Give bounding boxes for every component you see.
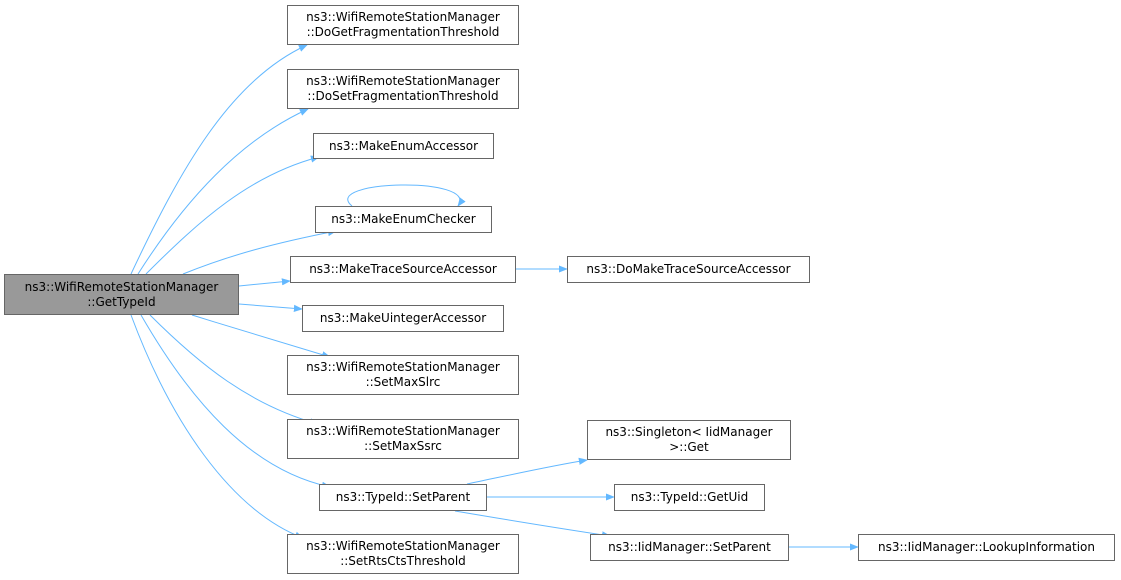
- node-label-line: ns3::MakeEnumAccessor: [328, 138, 479, 153]
- node-label-line: ns3::WifiRemoteStationManager: [306, 539, 500, 553]
- edge-root-rtscts: [130, 314, 304, 539]
- node-label-line: >::Get: [669, 440, 709, 454]
- node-makeuintegeraccessor[interactable]: ns3::MakeUintegerAccessor: [302, 305, 504, 332]
- node-typeid-setparent[interactable]: ns3::TypeId::SetParent: [319, 484, 487, 511]
- node-label-line: ns3::TypeId::GetUid: [630, 490, 749, 504]
- edge-root-maxslrc: [191, 314, 331, 359]
- node-maketracesourceaccessor[interactable]: ns3::MakeTraceSourceAccessor: [290, 256, 516, 283]
- node-singleton-get[interactable]: ns3::Singleton< IidManager >::Get: [587, 420, 791, 460]
- node-domaketracesourceaccessor[interactable]: ns3::DoMakeTraceSourceAccessor: [567, 256, 810, 283]
- node-label-line: ns3::Singleton< IidManager: [605, 425, 773, 439]
- node-dosetfragmentationthreshold[interactable]: ns3::WifiRemoteStationManager ::DoSetFra…: [287, 69, 519, 109]
- edge-root-dogetfrag: [130, 44, 308, 275]
- node-label-line: ::DoGetFragmentationThreshold: [306, 25, 500, 39]
- edge-setparent-iidsetparent: [454, 510, 611, 539]
- node-label-line: ns3::WifiRemoteStationManager: [24, 279, 219, 294]
- node-label-line: ns3::WifiRemoteStationManager: [306, 360, 500, 374]
- edge-enumchk-self: [347, 184, 466, 207]
- node-label-line: ::SetRtsCtsThreshold: [340, 554, 466, 568]
- node-iidmanager-lookupinformation[interactable]: ns3::IidManager::LookupInformation: [858, 534, 1115, 561]
- node-label-line: ::SetMaxSlrc: [365, 375, 441, 389]
- edge-root-enumchk: [182, 229, 337, 275]
- edge-root-enumacc: [145, 155, 320, 275]
- node-makeenumchecker[interactable]: ns3::MakeEnumChecker: [315, 206, 492, 233]
- node-root-gettypeid[interactable]: ns3::WifiRemoteStationManager ::GetTypeI…: [4, 274, 239, 315]
- node-label-line: ns3::IidManager::LookupInformation: [878, 540, 1095, 554]
- edge-root-dosetfrag: [137, 108, 309, 275]
- edge-root-maxssrc: [149, 314, 319, 426]
- node-label-line: ns3::WifiRemoteStationManager: [306, 10, 500, 24]
- edge-root-setparent: [140, 314, 331, 489]
- node-label-line: ::GetTypeId: [87, 294, 156, 309]
- node-typeid-getuid[interactable]: ns3::TypeId::GetUid: [614, 484, 765, 511]
- node-setmaxssrc[interactable]: ns3::WifiRemoteStationManager ::SetMaxSs…: [287, 419, 519, 459]
- edge-root-uintacc: [238, 303, 303, 312]
- node-label-line: ns3::MakeTraceSourceAccessor: [309, 262, 497, 276]
- node-label-line: ns3::IidManager::SetParent: [608, 540, 771, 554]
- node-setrtsctsthreshold[interactable]: ns3::WifiRemoteStationManager ::SetRtsCt…: [287, 534, 519, 574]
- node-label-line: ns3::DoMakeTraceSourceAccessor: [586, 262, 791, 276]
- node-makeenumaccessor[interactable]: ns3::MakeEnumAccessor: [313, 133, 494, 159]
- node-label-line: ns3::WifiRemoteStationManager: [306, 74, 500, 88]
- node-label-line: ns3::WifiRemoteStationManager: [306, 424, 500, 438]
- node-iidmanager-setparent[interactable]: ns3::IidManager::SetParent: [590, 534, 789, 561]
- node-dogetfragmentationthreshold[interactable]: ns3::WifiRemoteStationManager ::DoGetFra…: [287, 5, 519, 45]
- node-setmaxslrc[interactable]: ns3::WifiRemoteStationManager ::SetMaxSl…: [287, 355, 519, 395]
- node-label-line: ::SetMaxSsrc: [364, 439, 442, 453]
- node-label-line: ns3::MakeEnumChecker: [331, 212, 476, 226]
- edge-setparent-singleton: [466, 457, 588, 485]
- edge-root-tracesrc: [238, 278, 291, 287]
- node-label-line: ::DoSetFragmentationThreshold: [307, 89, 499, 103]
- node-label-line: ns3::TypeId::SetParent: [335, 490, 471, 504]
- node-label-line: ns3::MakeUintegerAccessor: [319, 311, 487, 325]
